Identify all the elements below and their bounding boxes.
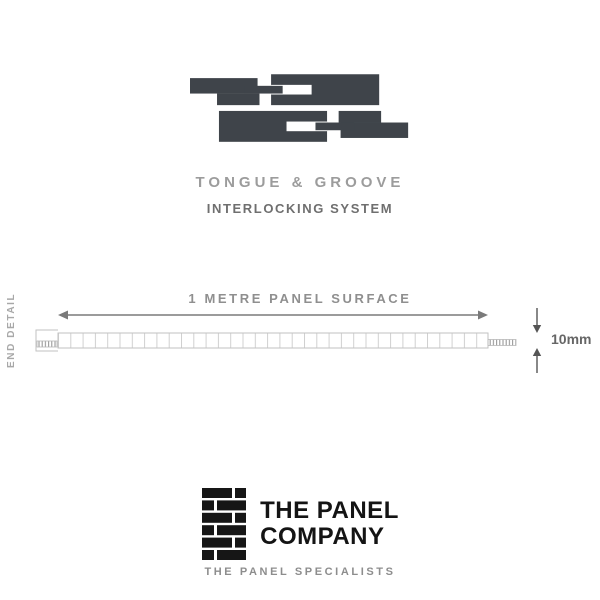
dimension-arrow-bottom bbox=[532, 348, 542, 373]
brand-name-line1: THE PANEL bbox=[260, 496, 399, 524]
panel-right-tongue bbox=[487, 339, 517, 346]
brand-name-line2: COMPANY bbox=[260, 523, 385, 550]
panel-cross-section-diagram bbox=[35, 308, 542, 373]
panel-stack-icon bbox=[202, 488, 247, 560]
tongue-groove-profile-icon bbox=[190, 74, 409, 142]
tongue-groove-title: TONGUE & GROOVE bbox=[195, 174, 405, 191]
brand-tagline: THE PANEL SPECIALISTS bbox=[204, 566, 396, 578]
interlocking-subtitle: INTERLOCKING SYSTEM bbox=[206, 201, 394, 216]
profile-piece-top bbox=[190, 74, 380, 106]
panel-surface-label: 1 METRE PANEL SURFACE bbox=[188, 291, 412, 306]
dimension-arrow-top bbox=[532, 308, 542, 333]
dimension-arrow-horizontal bbox=[58, 310, 488, 320]
panel-body bbox=[57, 332, 489, 349]
brand-name: THE PANEL COMPANY bbox=[260, 496, 399, 551]
brand-lockup: THE PANEL COMPANY bbox=[0, 488, 600, 560]
thickness-label: 10mm bbox=[551, 331, 592, 347]
panel-left-tongue bbox=[36, 340, 58, 348]
panel-left-end-cap bbox=[35, 329, 58, 352]
profile-piece-bottom bbox=[218, 110, 409, 142]
